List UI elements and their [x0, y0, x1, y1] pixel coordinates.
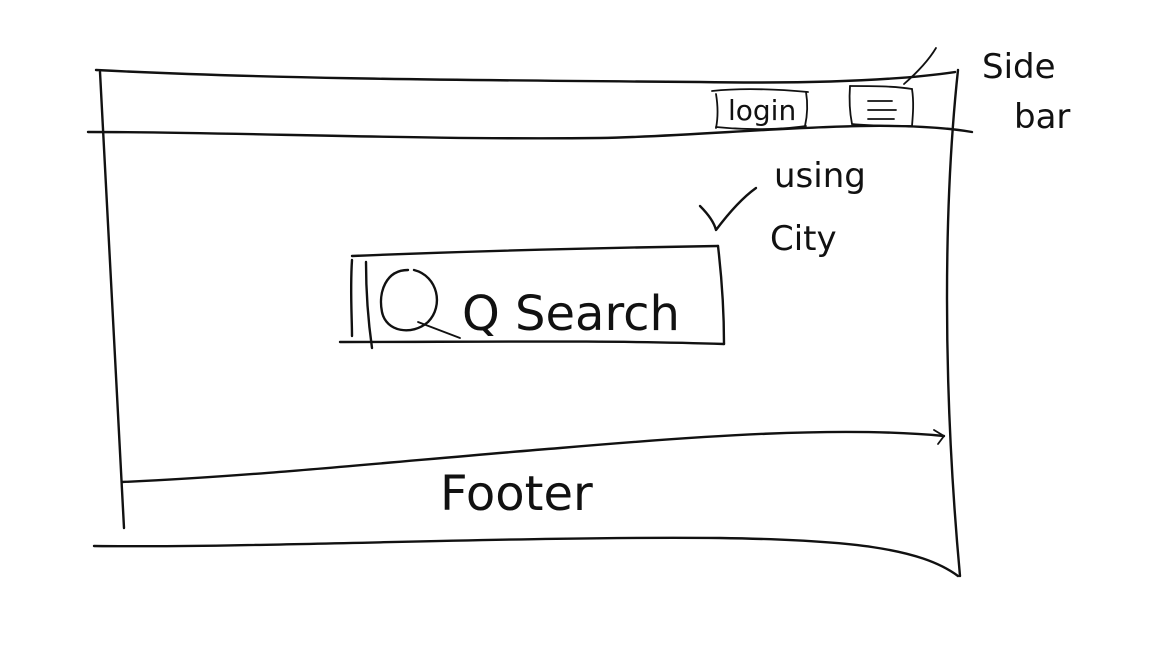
search-label: Q Search [462, 286, 680, 342]
footer-label: Footer [440, 466, 593, 522]
footer: Footer [120, 429, 946, 522]
hamburger-menu-icon [867, 100, 897, 120]
header-bar: login [86, 85, 974, 140]
sidebar-note-line2: bar [1014, 97, 1070, 137]
sidebar-annotation: Side bar [903, 47, 1070, 137]
search-note-line2: City [770, 219, 837, 259]
search-note: using City [698, 156, 866, 259]
login-button[interactable]: login [711, 88, 809, 131]
search-note-line1: using [774, 156, 866, 196]
sidebar-note-line1: Side [982, 47, 1056, 87]
checkmark-icon [698, 186, 758, 232]
page-frame [92, 68, 962, 578]
login-label: login [728, 94, 796, 127]
search-box[interactable]: Q Search [338, 244, 726, 350]
search-icon [379, 268, 461, 339]
menu-button[interactable] [848, 85, 915, 127]
